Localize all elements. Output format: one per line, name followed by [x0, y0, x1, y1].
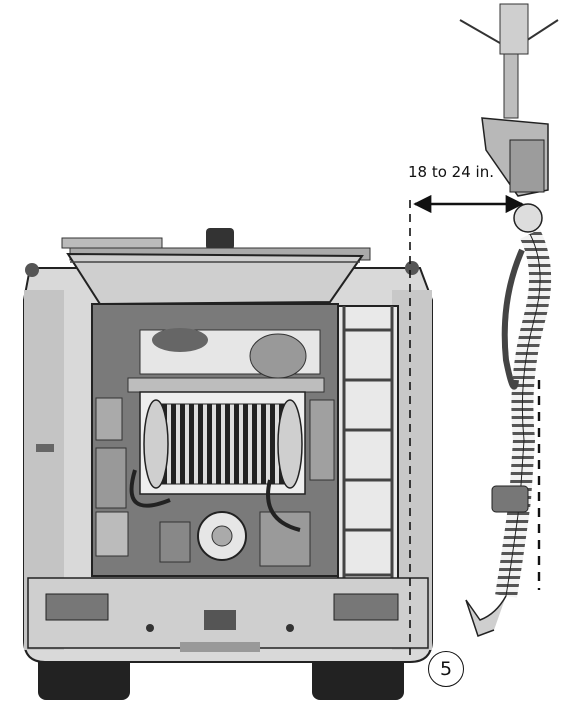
- callout-number: 5: [428, 651, 464, 687]
- hose-clamp: [491, 485, 529, 513]
- exhaust-extraction-system: [459, 3, 559, 637]
- roof-beacon: [206, 228, 234, 250]
- roof-light-bar: [61, 237, 163, 249]
- hose-balloon-release: [513, 203, 543, 233]
- left-tail-light: [45, 593, 109, 621]
- clearance-label: 18 to 24 in.: [408, 163, 494, 181]
- right-tail-light: [333, 593, 399, 621]
- exhaust-nozzle: [465, 595, 507, 637]
- hose-reel: [139, 391, 306, 495]
- dimension-guides: [409, 194, 541, 655]
- compartment-door-open: [66, 252, 364, 306]
- rear-ladder: [337, 305, 399, 589]
- fire-truck-rear: [23, 228, 433, 700]
